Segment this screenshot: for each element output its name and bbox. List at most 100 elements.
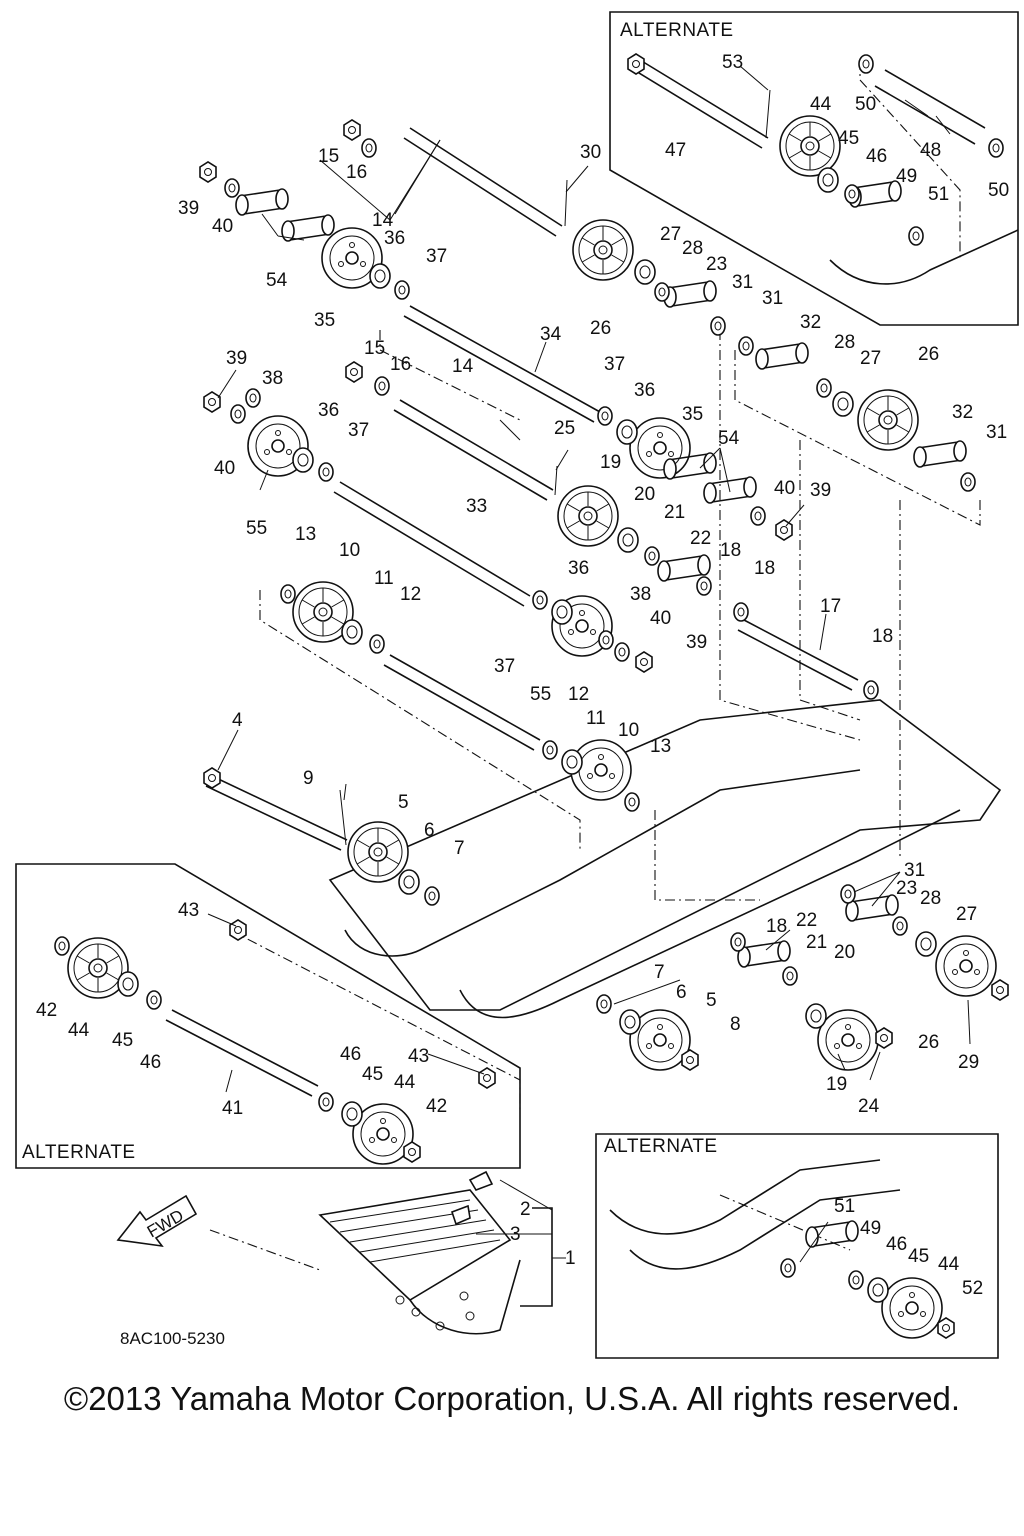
callout-46d: 46 <box>886 1234 907 1255</box>
washer-21-b <box>782 966 798 986</box>
callout-20: 20 <box>634 484 655 505</box>
callout-18: 18 <box>720 540 741 561</box>
callout-16b: 16 <box>390 354 411 375</box>
track-assembly <box>318 1170 566 1335</box>
wheels <box>67 115 997 1339</box>
washer-31-c <box>960 472 976 492</box>
alternate-label-top: ALTERNATE <box>620 20 734 41</box>
callout-19: 19 <box>600 452 621 473</box>
washer-21-a <box>644 546 660 566</box>
callout-leaders <box>207 65 971 1263</box>
washer-46-a <box>146 990 162 1010</box>
washer-37-d <box>532 590 548 610</box>
callout-32: 32 <box>800 312 821 333</box>
callout-7: 7 <box>454 838 465 859</box>
washer-12-a <box>369 634 385 654</box>
callout-50: 50 <box>855 94 876 115</box>
washer-31-d <box>840 884 856 904</box>
callout-44d: 44 <box>938 1254 960 1275</box>
callout-17: 17 <box>820 596 841 617</box>
callout-46c: 46 <box>866 146 887 167</box>
callout-45b: 45 <box>362 1064 383 1085</box>
washer-28-b <box>816 378 832 398</box>
washer-37-a <box>394 280 410 300</box>
bearing-45-b <box>341 1101 363 1127</box>
bolt-39-b <box>203 391 221 413</box>
callout-41: 41 <box>222 1098 243 1119</box>
callout-50b: 50 <box>988 180 1009 201</box>
callout-35b: 35 <box>682 404 703 425</box>
callout-51b: 51 <box>834 1196 855 1217</box>
callout-45d: 45 <box>908 1246 929 1267</box>
callout-21: 21 <box>664 502 685 523</box>
callout-54: 54 <box>266 270 288 291</box>
nut-15-a <box>343 119 361 141</box>
callout-18d: 18 <box>766 916 787 937</box>
bearing-27-a <box>634 259 656 285</box>
washer-46-bottom <box>848 1270 864 1290</box>
alternate-label-bottom: ALTERNATE <box>604 1136 718 1157</box>
callout-31d: 31 <box>904 860 925 881</box>
collar-32-a <box>755 342 809 370</box>
callout-31b: 31 <box>762 288 783 309</box>
washer-50-a <box>858 54 874 74</box>
callout-27b: 27 <box>860 348 881 369</box>
callout-42b: 42 <box>426 1096 447 1117</box>
diagram-part-code: 8AC100-5230 <box>120 1329 225 1348</box>
washer-40-d <box>614 642 630 662</box>
callout-54b: 54 <box>718 428 740 449</box>
callout-25: 25 <box>554 418 575 439</box>
callout-36b: 36 <box>318 400 339 421</box>
callout-46b: 46 <box>340 1044 361 1065</box>
washer-37-c <box>597 406 613 426</box>
washer-12-b <box>542 740 558 760</box>
callout-20b: 20 <box>834 942 855 963</box>
bolt-39-d <box>635 651 653 673</box>
collar-54-b <box>281 214 335 242</box>
shaft-4-head <box>203 767 221 789</box>
wheel-19-upper <box>557 485 619 547</box>
washer-40-a <box>224 178 240 198</box>
shaft-47 <box>633 59 769 149</box>
callout-39c: 39 <box>810 480 831 501</box>
callout-28b: 28 <box>834 332 855 353</box>
callout-35: 35 <box>314 310 335 331</box>
shaft-14-upper <box>403 127 563 237</box>
washer-28-a <box>654 282 670 302</box>
bolt-39-a <box>199 161 217 183</box>
callout-49b: 49 <box>860 1218 881 1239</box>
nut-8 <box>681 1049 699 1071</box>
callout-46: 46 <box>140 1052 161 1073</box>
callout-55: 55 <box>246 518 267 539</box>
alternate-box-top: ALTERNATE <box>609 11 1019 326</box>
washer-40-c <box>750 506 766 526</box>
callout-39d: 39 <box>686 632 707 653</box>
callout-24: 24 <box>858 1096 880 1117</box>
callout-37b: 37 <box>348 420 369 441</box>
washer-13-a <box>280 584 296 604</box>
callout-26c: 26 <box>918 1032 939 1053</box>
callout-6: 6 <box>424 820 435 841</box>
callout-42: 42 <box>36 1000 57 1021</box>
washer-37-b <box>318 462 334 482</box>
bearing-36-d <box>551 599 573 625</box>
washer-31-a <box>710 316 726 336</box>
callout-40: 40 <box>212 216 233 237</box>
bearing-36-a <box>369 263 391 289</box>
callout-1: 1 <box>565 1248 576 1269</box>
callout-12b: 12 <box>568 684 589 705</box>
callout-labels: 1 2 3 4 5 6 7 9 10 11 12 13 14 15 16 15 … <box>36 52 1009 1299</box>
callout-36c: 36 <box>634 380 655 401</box>
washer-16-a <box>361 138 377 158</box>
washer-46-top <box>844 184 860 204</box>
shafts <box>165 53 986 1097</box>
bolt-43-b <box>478 1067 496 1089</box>
nut-15-b <box>345 361 363 383</box>
callout-37: 37 <box>426 246 447 267</box>
callout-36d: 36 <box>568 558 589 579</box>
callout-22b: 22 <box>796 910 817 931</box>
callout-32b: 32 <box>952 402 973 423</box>
bearing-45-a <box>117 971 139 997</box>
bearing-11-b <box>561 749 583 775</box>
